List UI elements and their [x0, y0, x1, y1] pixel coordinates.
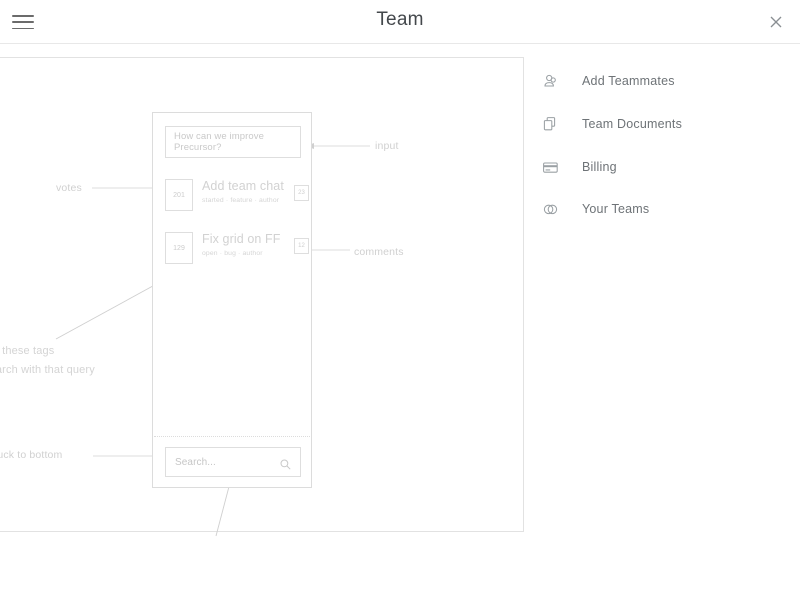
list-item-body: Fix grid on FF open · bug · author [202, 231, 281, 259]
people-group-icon [540, 71, 560, 91]
credit-card-icon [540, 157, 560, 177]
search-placeholder: Search... [175, 456, 216, 468]
hamburger-line [12, 21, 34, 23]
hamburger-line [12, 15, 34, 17]
comment-count: 23 [298, 190, 305, 196]
overlapping-circles-icon [540, 199, 560, 219]
comment-count: 12 [298, 243, 305, 249]
wireframe-panel: How can we improve Precursor? 201 Add te… [152, 112, 312, 488]
menu-item-label: Billing [582, 160, 617, 174]
hamburger-line [12, 27, 34, 29]
menu-item-label: Your Teams [582, 202, 650, 216]
menu-item-add-teammates[interactable]: Add Teammates [540, 68, 675, 94]
menu-item-label: Add Teammates [582, 74, 675, 88]
menu-item-team-documents[interactable]: Team Documents [540, 111, 682, 137]
menu-item-your-teams[interactable]: Your Teams [540, 196, 649, 222]
list-item[interactable]: 201 Add team chat started · feature · au… [165, 178, 309, 213]
menu-item-label: Team Documents [582, 117, 683, 131]
side-menu: Add Teammates Team Documents Billing [524, 57, 800, 532]
annotation-stuck-to-bottom: is stuck to bottom [0, 449, 63, 461]
list-item-meta: open · bug · author [202, 250, 263, 257]
vote-count: 201 [173, 191, 185, 199]
suggestion-input-placeholder: How can we improve Precursor? [174, 131, 264, 153]
list-item-meta: started · feature · author [202, 197, 280, 204]
annotation-tags-line-2: art a search with that query [0, 364, 95, 376]
close-icon[interactable] [766, 12, 786, 32]
search-icon[interactable] [280, 457, 291, 470]
annotation-input: input [375, 140, 399, 152]
annotation-tags: g one of these tags art a search with th… [0, 342, 95, 380]
documents-copy-icon [540, 114, 560, 134]
panel-divider [154, 436, 312, 437]
list-item-title: Add team chat [202, 179, 284, 193]
menu-item-billing[interactable]: Billing [540, 154, 617, 180]
list-item-title: Fix grid on FF [202, 232, 281, 246]
vote-count-box[interactable]: 129 [165, 232, 193, 264]
search-input[interactable]: Search... [165, 447, 301, 477]
page-title: Team [376, 9, 424, 30]
annotation-tags-line-1: g one of these tags [0, 345, 55, 357]
vote-count: 129 [173, 244, 185, 252]
suggestion-input[interactable]: How can we improve Precursor? [165, 126, 301, 158]
vote-count-box[interactable]: 201 [165, 179, 193, 211]
annotation-comments: comments [354, 246, 404, 258]
hamburger-icon[interactable] [12, 12, 34, 32]
list-item-body: Add team chat started · feature · author [202, 178, 284, 206]
comment-count-box[interactable]: 12 [294, 238, 309, 254]
comment-count-box[interactable]: 23 [294, 185, 309, 201]
annotation-votes: votes [56, 182, 82, 194]
wireframe-canvas-lower [0, 488, 524, 532]
window-titlebar: Team [0, 0, 800, 44]
list-item[interactable]: 129 Fix grid on FF open · bug · author 1… [165, 231, 309, 266]
